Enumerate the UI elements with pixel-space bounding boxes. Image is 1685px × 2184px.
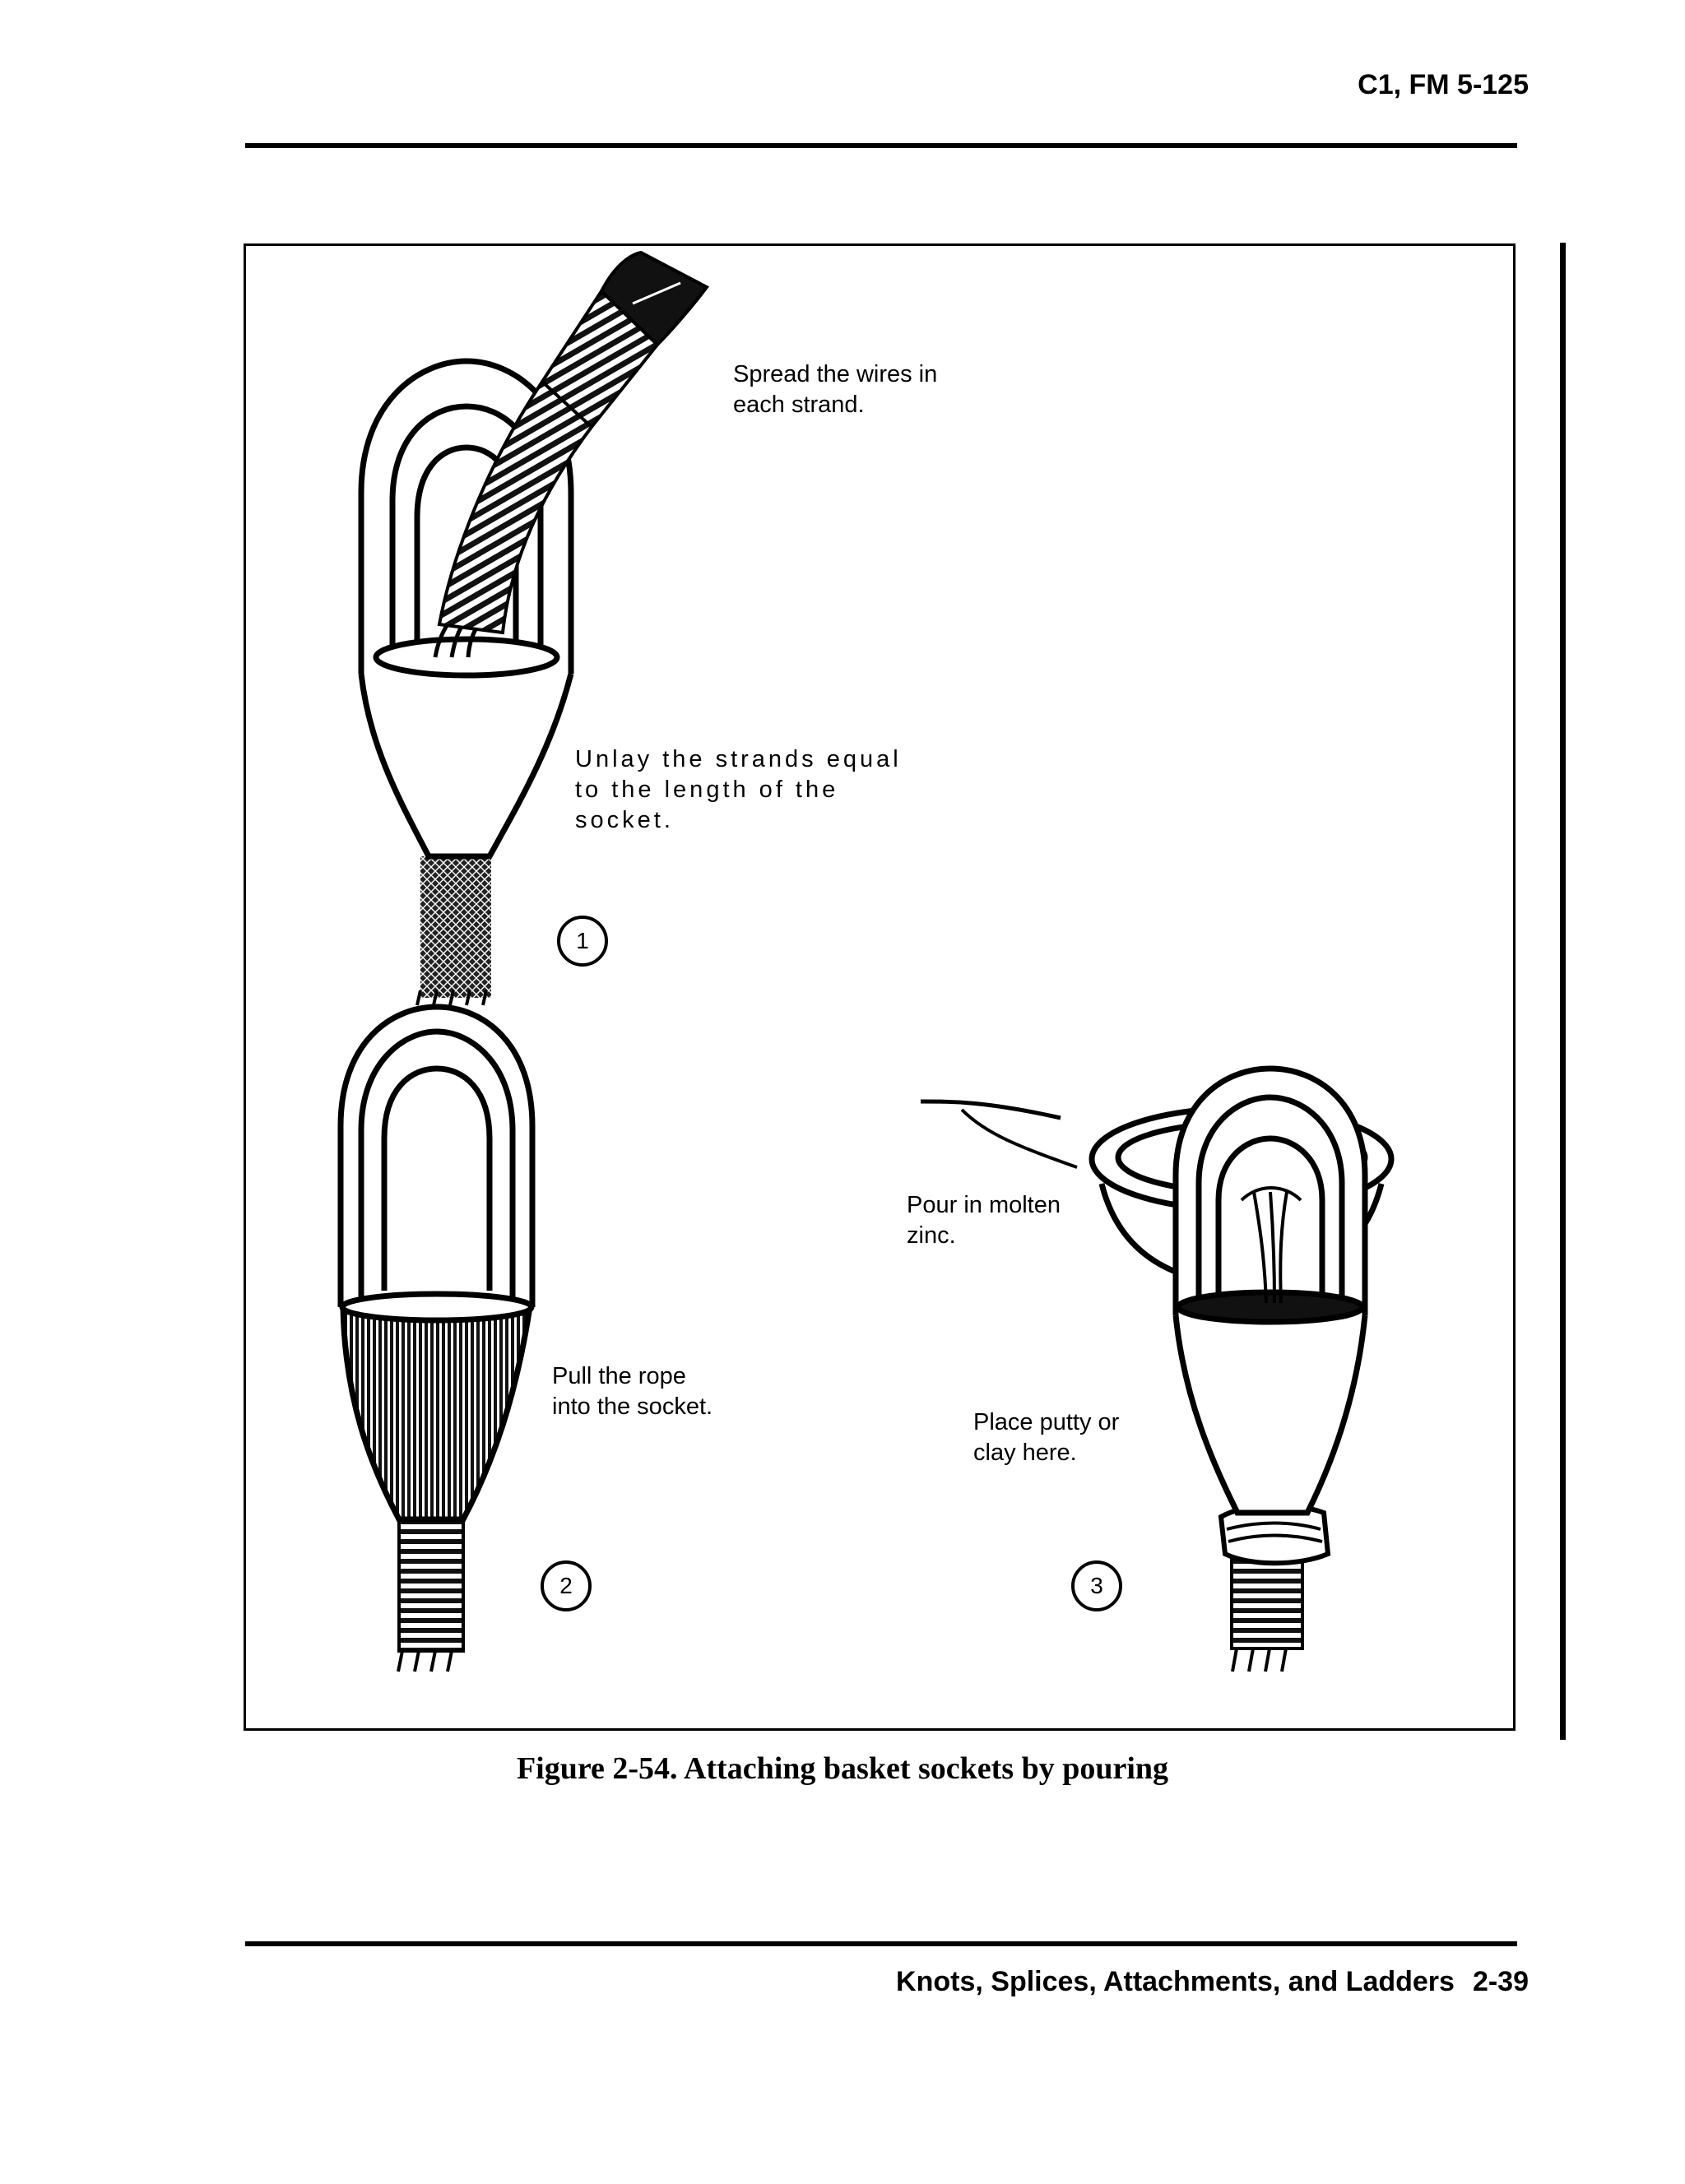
socket-illustration-3 [920, 1065, 1395, 1672]
change-bar [1560, 243, 1566, 1740]
chapter-title: Knots, Splices, Attachments, and Ladders [896, 1966, 1455, 1997]
figure-caption: Figure 2-54. Attaching basket sockets by… [516, 1751, 1169, 1786]
basket-socket-illustrations [337, 250, 1395, 1672]
footer-rule [245, 1941, 1517, 1946]
callout-pour-zinc: Pour in molten zinc. [907, 1192, 1061, 1249]
figure-frame: Spread the wires in each strand. Unlay t… [244, 243, 1516, 1731]
step-number-2: 2 [541, 1560, 592, 1611]
callout-unlay-strands: Unlay the strands equal to the length of… [575, 746, 902, 833]
document-id: C1, FM 5-125 [1358, 69, 1529, 100]
callout-pull-rope: Pull the rope into the socket. [552, 1363, 713, 1420]
callout-place-putty: Place putty or clay here. [973, 1409, 1120, 1466]
socket-illustration-1 [358, 250, 710, 1006]
callout-spread-wires: Spread the wires in each strand. [733, 361, 938, 418]
header-rule [245, 143, 1517, 148]
page-number: 2-39 [1472, 1966, 1529, 1997]
step-number-3: 3 [1071, 1560, 1122, 1611]
page-footer: Knots, Splices, Attachments, and Ladders… [896, 1966, 1529, 1998]
step-number-1: 1 [557, 916, 608, 967]
socket-illustration-2 [337, 1004, 536, 1672]
